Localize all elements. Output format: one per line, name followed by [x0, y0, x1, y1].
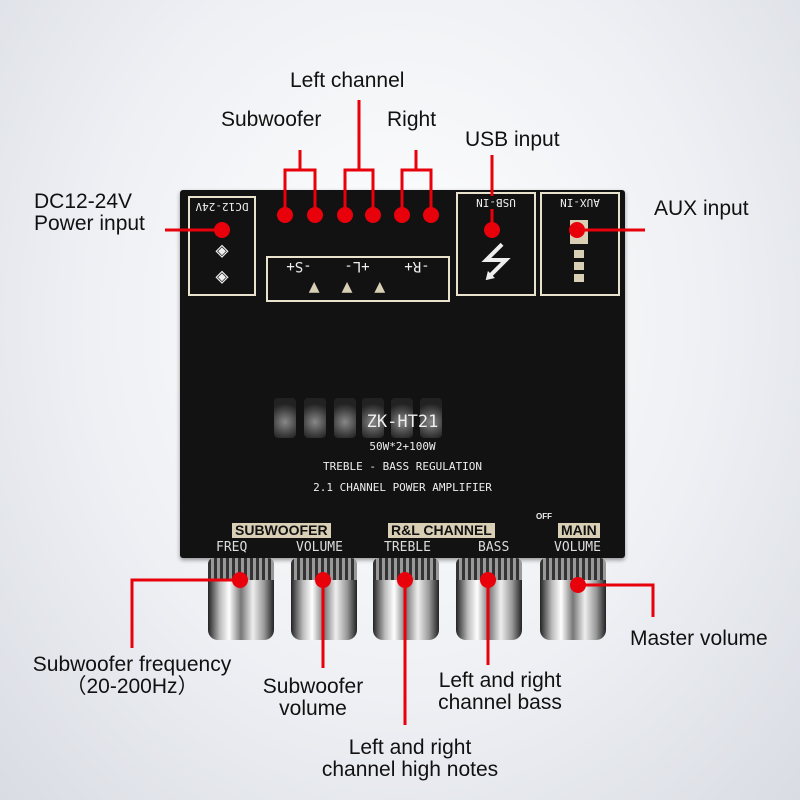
terminal-s-minus [274, 398, 296, 438]
freq-label: FREQ [216, 540, 248, 555]
sub-freq-line1: Subwoofer frequency [32, 653, 232, 676]
dc-callout-line2: Power input [34, 212, 145, 235]
amplifier-board: DC12-24V ◈◈ -S+ +L- -R+ ▲▲▲ USB-IN ⭍ AUX… [180, 190, 625, 558]
off-label: OFF [536, 512, 552, 521]
sub-freq-callout: Subwoofer frequency（20-200Hz） [22, 654, 242, 698]
model-label: ZK-HT21 [366, 412, 439, 432]
bass-line2: channel bass [438, 691, 562, 714]
master-volume-knob[interactable] [540, 558, 606, 640]
dc-polarity-icon: ◈◈ [215, 238, 229, 289]
power-label: 50W*2+100W [369, 440, 436, 453]
left-channel-callout: Left channel [290, 69, 405, 92]
treble-line1: Left and right [348, 736, 472, 759]
bass-label: BASS [478, 540, 510, 555]
aux-jack-tip [574, 250, 584, 286]
right-callout: Right [387, 108, 437, 131]
terminal-l-minus [362, 398, 384, 438]
dc-input-box: DC12-24V ◈◈ [188, 196, 256, 296]
sub-volume-line1: Subwoofer [262, 675, 364, 698]
rl-channel-group-tag: R&L CHANNEL [388, 523, 495, 538]
subwoofer-callout: Subwoofer [221, 108, 322, 131]
sub-volume-line2: volume [279, 697, 347, 720]
usb-input-box: USB-IN ⭍ [456, 192, 536, 296]
terminal-s-plus [304, 398, 326, 438]
freq-knob[interactable] [208, 558, 274, 640]
main-group-tag: MAIN [558, 523, 600, 538]
terminal-r-minus [391, 398, 413, 438]
volume-label: VOLUME [296, 540, 343, 555]
sub-freq-line2: （20-200Hz） [65, 675, 199, 698]
treble-line2: channel high notes [321, 758, 499, 781]
terminal-r-plus [420, 398, 442, 438]
dc-label: DC12-24V [190, 200, 254, 213]
speaker-icons: ▲▲▲ [308, 276, 408, 297]
aux-label: AUX-IN [542, 196, 618, 209]
treble-label: TREBLE [384, 540, 431, 555]
usb-label: USB-IN [458, 196, 534, 209]
aux-callout: AUX input [654, 197, 749, 220]
terminal-l-plus [334, 398, 356, 438]
regulation-label: TREBLE - BASS REGULATION [323, 460, 482, 473]
speaker-box: -S+ +L- -R+ ▲▲▲ [266, 256, 450, 302]
master-volume-callout: Master volume [630, 627, 768, 650]
amplifier-label: 2.1 CHANNEL POWER AMPLIFIER [313, 481, 492, 494]
subwoofer-group-tag: SUBWOOFER [232, 523, 331, 538]
usb-callout: USB input [465, 128, 560, 151]
usb-icon: ⭍ [479, 240, 513, 286]
main-volume-label: VOLUME [554, 540, 601, 555]
dc-callout-line1: DC12-24V [34, 190, 133, 213]
bass-line1: Left and right [438, 669, 562, 692]
